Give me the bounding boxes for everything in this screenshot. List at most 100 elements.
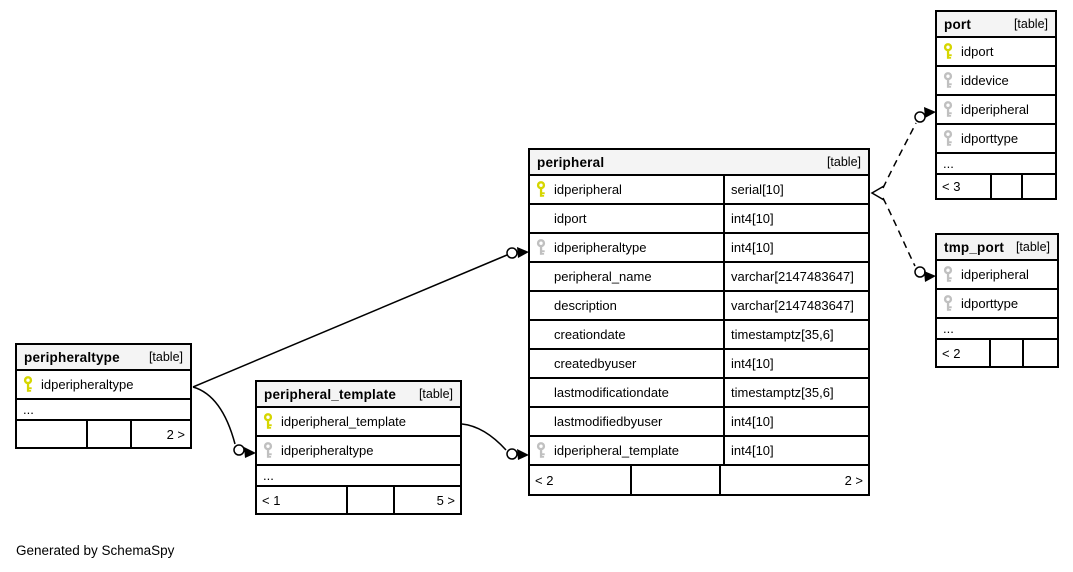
column-name: idperipheral_template	[281, 414, 407, 429]
primary-key-icon	[943, 43, 953, 60]
column-name: lastmodifiedbyuser	[554, 414, 663, 429]
ellipsis-label: ...	[943, 156, 954, 171]
ellipsis-label: ...	[263, 468, 274, 483]
column-type: varchar[2147483647]	[723, 292, 868, 319]
column-type: int4[10]	[723, 234, 868, 261]
column-name: idperipheraltype	[554, 240, 647, 255]
foreign-key-icon	[536, 442, 546, 459]
ellipsis-label: ...	[23, 402, 34, 417]
column-row: idporttype	[937, 290, 1057, 319]
table-type-tag: [table]	[418, 387, 453, 401]
relation-peripheral-port	[870, 107, 936, 201]
foreign-key-icon	[536, 239, 546, 256]
table-title: peripheraltype	[24, 349, 120, 365]
column-row: idperipheral_template int4[10]	[530, 437, 868, 466]
column-name: idperipheral_template	[554, 443, 680, 458]
footer-mid-cell	[88, 421, 132, 447]
ellipsis-label: ...	[943, 321, 954, 336]
ellipsis-row: ...	[937, 154, 1055, 175]
column-row: createdbyuser int4[10]	[530, 350, 868, 379]
foreign-key-icon	[943, 295, 953, 312]
column-type: timestamptz[35,6]	[723, 379, 868, 406]
table-header: peripheral [table]	[530, 150, 868, 176]
table-title: tmp_port	[944, 239, 1005, 255]
table-peripheral[interactable]: peripheral [table] idperipheral serial[1…	[528, 148, 870, 496]
column-name: description	[554, 298, 617, 313]
column-name: idperipheral	[554, 182, 622, 197]
foreign-key-icon	[943, 266, 953, 283]
ellipsis-row: ...	[17, 400, 190, 421]
table-footer: < 2 2 >	[530, 466, 868, 494]
column-name: idperipheral	[961, 102, 1029, 117]
column-row: idport int4[10]	[530, 205, 868, 234]
table-footer: 2 >	[17, 421, 190, 447]
footer-left-count: < 3	[937, 175, 992, 198]
table-peripheral_template[interactable]: peripheral_template [table] idperipheral…	[255, 380, 462, 515]
footer-right-count: 2 >	[844, 472, 863, 488]
foreign-key-icon	[943, 130, 953, 147]
ellipsis-row: ...	[937, 319, 1057, 340]
table-type-tag: [table]	[1013, 17, 1048, 31]
column-name: idperipheraltype	[41, 377, 134, 392]
footer-left-count: < 2	[530, 466, 632, 494]
relation-peripheral_template-peripheral	[461, 423, 529, 460]
column-name: creationdate	[554, 327, 626, 342]
column-row: iddevice	[937, 67, 1055, 96]
footer-mid-cell	[348, 487, 395, 513]
relation-peripheral-tmp_port	[882, 197, 936, 282]
column-row: peripheral_name varchar[2147483647]	[530, 263, 868, 292]
footer-left-count: < 1	[257, 487, 348, 513]
footer-right-count	[1024, 340, 1057, 366]
column-name: idporttype	[961, 131, 1019, 146]
foreign-key-icon	[943, 72, 953, 89]
table-title: peripheral	[537, 154, 605, 170]
column-name: idporttype	[961, 296, 1019, 311]
footer-left-count	[17, 421, 88, 447]
footer-right-count	[1023, 175, 1055, 198]
primary-key-icon	[263, 413, 273, 430]
primary-key-icon	[23, 376, 33, 393]
table-footer: < 3	[937, 175, 1055, 198]
column-row: description varchar[2147483647]	[530, 292, 868, 321]
table-type-tag: [table]	[826, 155, 861, 169]
column-type: int4[10]	[723, 350, 868, 377]
column-type: int4[10]	[723, 205, 868, 232]
column-type: int4[10]	[723, 437, 868, 464]
column-name: idport	[961, 44, 994, 59]
column-row: idporttype	[937, 125, 1055, 154]
column-row: idperipheral serial[10]	[530, 176, 868, 205]
table-title: port	[944, 16, 972, 32]
column-name: idperipheral	[961, 267, 1029, 282]
column-name: idport	[554, 211, 587, 226]
column-row: idperipheral	[937, 261, 1057, 290]
column-name: lastmodificationdate	[554, 385, 669, 400]
footer-right-count: 2 >	[166, 426, 185, 442]
table-title: peripheral_template	[264, 386, 397, 402]
column-type: int4[10]	[723, 408, 868, 435]
table-port[interactable]: port [table] idport iddevice idperiphera…	[935, 10, 1057, 200]
column-type: varchar[2147483647]	[723, 263, 868, 290]
table-tmp_port[interactable]: tmp_port [table] idperipheral idporttype…	[935, 233, 1059, 368]
column-name: iddevice	[961, 73, 1009, 88]
column-name: createdbyuser	[554, 356, 637, 371]
table-header: peripheral_template [table]	[257, 382, 460, 408]
column-type: timestamptz[35,6]	[723, 321, 868, 348]
footer-mid-cell	[632, 466, 721, 494]
table-type-tag: [table]	[1015, 240, 1050, 254]
table-footer: < 2	[937, 340, 1057, 366]
table-peripheraltype[interactable]: peripheraltype [table] idperipheraltype …	[15, 343, 192, 449]
column-row: idperipheraltype int4[10]	[530, 234, 868, 263]
ellipsis-row: ...	[257, 466, 460, 487]
footer-left-count: < 2	[937, 340, 991, 366]
table-footer: < 1 5 >	[257, 487, 460, 513]
column-row: lastmodifiedbyuser int4[10]	[530, 408, 868, 437]
column-row: idperipheraltype	[17, 371, 190, 400]
table-header: port [table]	[937, 12, 1055, 38]
footer-mid-cell	[991, 340, 1024, 366]
table-header: tmp_port [table]	[937, 235, 1057, 261]
table-header: peripheraltype [table]	[17, 345, 190, 371]
foreign-key-icon	[263, 442, 273, 459]
column-row: lastmodificationdate timestamptz[35,6]	[530, 379, 868, 408]
column-name: peripheral_name	[554, 269, 652, 284]
